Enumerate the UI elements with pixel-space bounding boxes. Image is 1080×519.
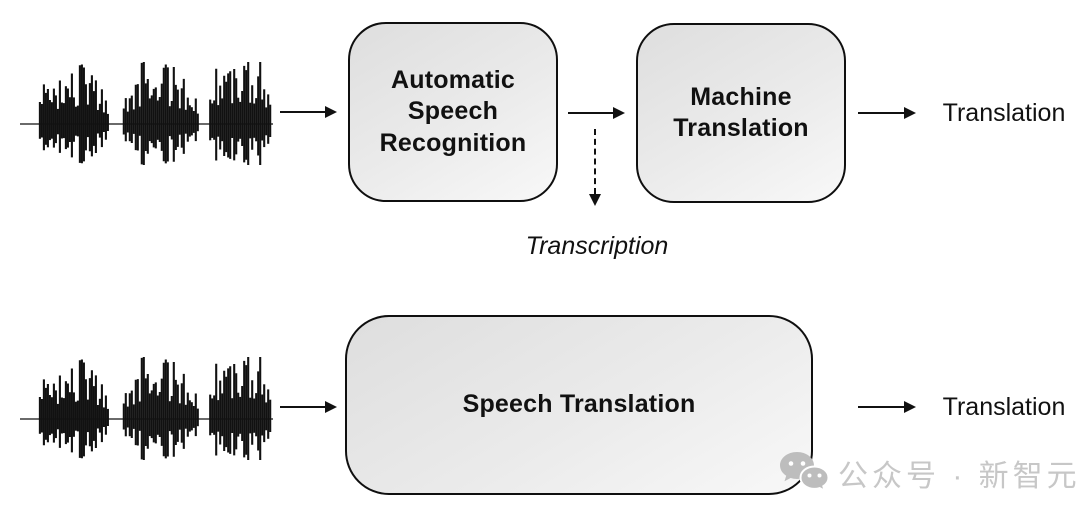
speech-translation-box: Speech Translation: [345, 315, 813, 495]
arrow-waveform-to-st: [280, 400, 337, 413]
watermark: 公众号 · 新智元: [778, 449, 1080, 497]
asr-box: Automatic Speech Recognition: [348, 22, 558, 202]
machine-translation-box-label: Machine Translation: [673, 82, 809, 143]
transcription-label: Transcription: [525, 232, 669, 260]
translation-output-label-bottom: Translation: [942, 393, 1066, 421]
watermark-text: 公众号 · 新智元: [838, 460, 1080, 493]
translation-output-label-top: Translation: [942, 99, 1066, 127]
audio-waveform-icon: [20, 62, 273, 165]
arrow-asr-to-mt: [568, 106, 625, 119]
wechat-icon: [780, 452, 830, 493]
arrow-mt-to-translation: [858, 106, 916, 119]
speech-translation-box-label: Speech Translation: [462, 390, 696, 419]
asr-box-label: Automatic Speech Recognition: [379, 65, 527, 157]
machine-translation-box: Machine Translation: [636, 23, 846, 203]
dashed-arrow-transcription: [588, 129, 601, 206]
arrow-st-to-translation: [858, 400, 916, 413]
arrow-waveform-to-asr: [280, 105, 337, 118]
audio-waveform-icon: [20, 357, 273, 460]
